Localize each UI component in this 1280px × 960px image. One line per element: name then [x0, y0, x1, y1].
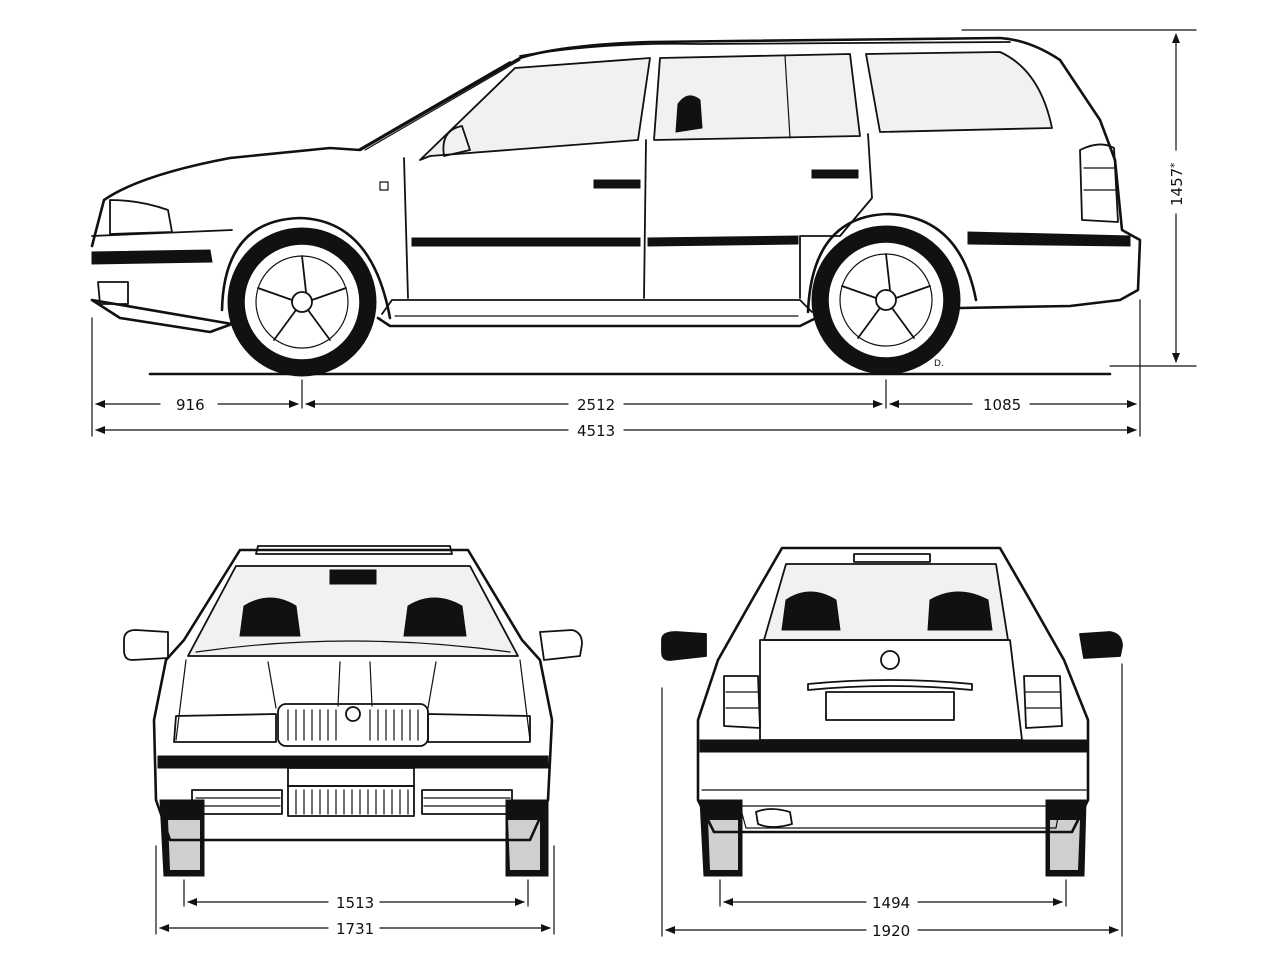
front-door-handle-icon	[593, 179, 641, 189]
dim-front-width: 1731	[336, 920, 374, 938]
rubbing-strip	[411, 231, 1131, 247]
rear-bumper-bar	[699, 739, 1089, 753]
tailgate-handle	[807, 679, 973, 691]
rear-wheel-icon	[811, 225, 961, 375]
front-headrests-icon	[239, 597, 467, 637]
side-view: D. 916 2512 1085 4513 1457 *	[90, 29, 1197, 440]
dim-rear-width: 1920	[872, 922, 910, 940]
grille-slats	[287, 709, 419, 741]
left-headlight-icon	[173, 713, 277, 743]
rear-headrests-icon	[781, 591, 993, 631]
a-pillar	[364, 59, 521, 151]
plate-recess	[287, 767, 415, 787]
fog-light-lines	[195, 797, 511, 807]
lower-grille-slats	[295, 789, 409, 815]
rear-door-window	[653, 53, 861, 141]
rear-view-mirror-icon	[329, 569, 377, 585]
brake-light-icon	[853, 553, 931, 563]
rear-extension-lines	[661, 663, 1123, 937]
front-grille	[277, 703, 429, 747]
bonnet-lines	[175, 659, 531, 741]
front-wheel-icon	[227, 227, 377, 377]
roof-edge	[255, 545, 453, 555]
side-body-outline	[90, 36, 1142, 334]
front-bumper-strip	[91, 249, 213, 265]
headlight-icon	[109, 199, 173, 235]
height-label-group: 1457 *	[1168, 162, 1186, 206]
rear-light-lines	[1083, 167, 1117, 191]
sill	[381, 299, 813, 315]
bumper-line	[91, 229, 233, 237]
dim-front-track: 1513	[336, 894, 374, 912]
left-tail-light-icon	[723, 675, 761, 729]
signature: D.	[934, 359, 944, 369]
extension-lines	[91, 299, 1141, 437]
dim-length: 4513	[577, 422, 615, 440]
tailgate	[759, 639, 1023, 741]
lower-grille	[287, 785, 415, 817]
front-body-outline	[152, 548, 554, 842]
front-door-window	[419, 57, 651, 161]
rear-right-mirror-icon	[1079, 631, 1123, 659]
tyre-shade	[168, 820, 540, 870]
rear-plate	[825, 691, 955, 721]
fog-light-icon	[97, 281, 129, 305]
rear-body-outline	[696, 546, 1090, 834]
diffuser	[739, 805, 1061, 829]
dim-front-overhang: 916	[176, 396, 205, 414]
rear-quarter-window	[865, 51, 1053, 133]
front-tyres-icon	[159, 799, 549, 877]
rear-door-handle-icon	[811, 169, 859, 179]
headrest-icon	[675, 95, 703, 133]
front-extension-lines	[155, 845, 555, 935]
dashboard-line	[195, 640, 511, 653]
right-tail-light-icon	[1023, 675, 1063, 729]
front-badge-icon	[345, 706, 361, 722]
front-wheel-arch	[220, 216, 392, 320]
rear-wheel-arch	[806, 212, 978, 314]
dim-height-mark: *	[1168, 162, 1181, 168]
dim-rear-overhang: 1085	[983, 396, 1021, 414]
dim-rear-track: 1494	[872, 894, 910, 912]
dim-height: 1457	[1168, 168, 1186, 206]
tail-light-lines	[725, 691, 1061, 709]
roof-rail	[519, 41, 1011, 57]
windshield	[357, 61, 511, 151]
right-headlight-icon	[427, 713, 531, 743]
rear-badge-icon	[880, 650, 900, 670]
rear-tyres-icon	[699, 799, 1087, 877]
fog-lights-icon	[191, 789, 513, 815]
front-left-mirror-icon	[123, 629, 169, 661]
door-seams	[403, 133, 873, 299]
rear-light-icon	[1079, 143, 1119, 223]
dim-wheelbase: 2512	[577, 396, 615, 414]
rear-view: 1494 1920	[661, 546, 1123, 940]
window-pillar	[784, 55, 791, 139]
front-right-mirror-icon	[539, 629, 583, 661]
exhaust-icon	[755, 808, 793, 828]
fuel-flap-icon	[379, 181, 389, 191]
side-mirror-icon	[442, 125, 471, 157]
height-extension	[961, 29, 1197, 367]
front-bumper-bar	[157, 755, 549, 769]
front-view: 1513 1731	[123, 545, 583, 938]
rear-left-mirror-icon	[661, 631, 707, 661]
